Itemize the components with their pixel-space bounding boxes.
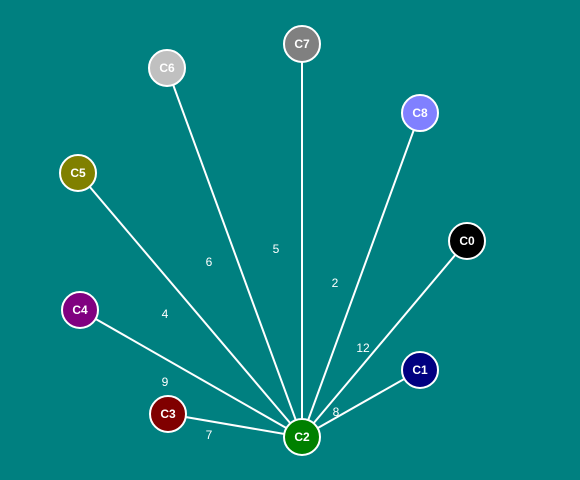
- node-label-c2: C2: [294, 430, 310, 444]
- node-c1[interactable]: C1: [401, 351, 439, 389]
- node-c3[interactable]: C3: [149, 395, 187, 433]
- node-c8[interactable]: C8: [401, 94, 439, 132]
- node-label-c4: C4: [72, 303, 88, 317]
- node-label-c8: C8: [412, 106, 428, 120]
- edge-c2-c0: [301, 240, 468, 438]
- edge-label-c5: 4: [162, 307, 169, 321]
- edge-label-c1: 8: [333, 405, 340, 419]
- edge-label-c6: 6: [206, 255, 213, 269]
- node-c5[interactable]: C5: [59, 154, 97, 192]
- edges-layer: [77, 44, 468, 438]
- node-circle-c6[interactable]: [148, 49, 186, 87]
- edge-c2-c5: [77, 172, 303, 438]
- node-c2[interactable]: C2: [283, 418, 321, 456]
- node-circle-c4[interactable]: [61, 291, 99, 329]
- edge-label-c7: 5: [273, 242, 280, 256]
- edge-label-c4: 9: [162, 375, 169, 389]
- edge-c2-c6: [166, 67, 303, 438]
- node-label-c5: C5: [70, 166, 86, 180]
- node-circle-c5[interactable]: [59, 154, 97, 192]
- node-circle-c8[interactable]: [401, 94, 439, 132]
- node-c6[interactable]: C6: [148, 49, 186, 87]
- node-label-c0: C0: [459, 234, 475, 248]
- node-circle-c7[interactable]: [283, 25, 321, 63]
- node-circle-c1[interactable]: [401, 351, 439, 389]
- edge-label-c3: 7: [206, 428, 213, 442]
- node-c4[interactable]: C4: [61, 291, 99, 329]
- node-label-c6: C6: [159, 61, 175, 75]
- node-c7[interactable]: C7: [283, 25, 321, 63]
- node-c0[interactable]: C0: [448, 222, 486, 260]
- node-label-c7: C7: [294, 37, 310, 51]
- node-circle-c3[interactable]: [149, 395, 187, 433]
- edge-label-c0: 12: [356, 341, 370, 355]
- edge-c2-c3: [167, 413, 303, 438]
- edge-c2-c8: [301, 112, 421, 438]
- edge-c2-c1: [301, 369, 421, 438]
- node-circle-c2[interactable]: [283, 418, 321, 456]
- node-label-c3: C3: [160, 407, 176, 421]
- node-label-c1: C1: [412, 363, 428, 377]
- node-circle-c0[interactable]: [448, 222, 486, 260]
- edge-label-c8: 2: [332, 276, 339, 290]
- edge-labels-layer: 12 8 7 9 4 6 5 2: [162, 242, 370, 442]
- edge-c2-c4: [79, 309, 303, 438]
